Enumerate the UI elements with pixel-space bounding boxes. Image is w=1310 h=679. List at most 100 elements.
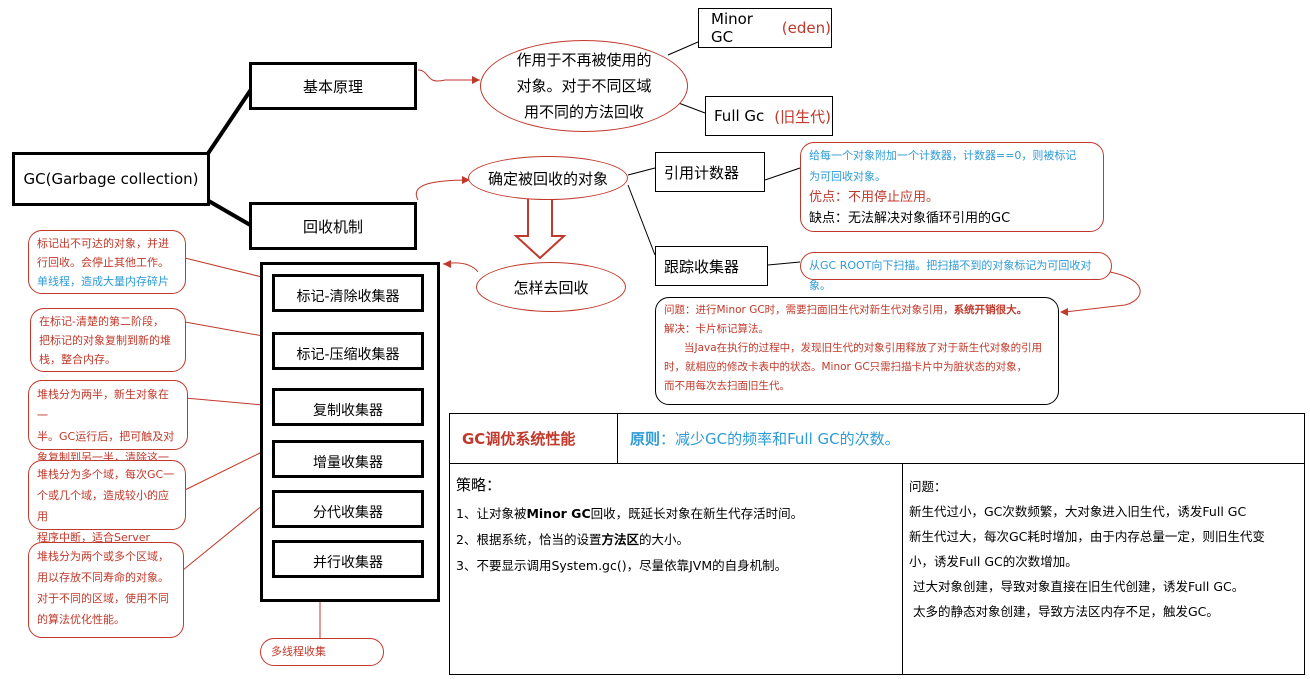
minor-gc-note: (eden) bbox=[781, 19, 831, 37]
collector-label: 并行收集器 bbox=[313, 555, 383, 571]
strategy-item: 2、根据系统，恰当的设置 bbox=[456, 532, 602, 547]
collector-generational: 分代收集器 bbox=[272, 490, 424, 528]
tracing-note: 从GC ROOT向下扫描。把扫描不到的对象标记为可回收对象。 bbox=[800, 252, 1112, 292]
ref-note-line: 为可回收对象。 bbox=[809, 170, 886, 183]
ref-note-cons: 缺点：无法解决对象循环引用的GC bbox=[809, 211, 1011, 226]
reference-counter-note: 给每一个对象附加一个计数器，计数器==0，则被标记 为可回收对象。 优点：不用停… bbox=[800, 142, 1104, 232]
strategy-bold: Minor GC bbox=[526, 506, 591, 521]
generational-note: 堆栈分为两个或多个区域， 用以存放不同寿命的对象。 对于不同的区域，使用不同 的… bbox=[28, 542, 184, 638]
parallel-note: 多线程收集 bbox=[260, 638, 384, 666]
problem-title: 问题： bbox=[909, 479, 947, 494]
determine-objects-label: 确定被回收的对象 bbox=[487, 169, 608, 188]
root-label: GC(Garbage collection) bbox=[23, 170, 199, 188]
note-line: 程序中断，适合Server bbox=[37, 531, 151, 544]
root-node: GC(Garbage collection) bbox=[12, 152, 210, 206]
collector-label: 分代收集器 bbox=[313, 505, 383, 521]
note-line: 半。GC运行后，把可触及对 bbox=[37, 430, 175, 443]
basic-principle-ellipse: 作用于不再被使用的 对象。对于不同区域 用不同的方法回收 bbox=[480, 40, 688, 132]
problem-line: 时，就相应的修改卡表中的状态。Minor GC只需扫描卡片中为脏状态的对象， bbox=[664, 361, 1028, 373]
strategy-item: 回收，既延长对象在新生代存活时间。 bbox=[590, 506, 804, 521]
collector-label: 增量收集器 bbox=[313, 455, 383, 471]
strategy-title: 策略： bbox=[456, 476, 502, 494]
note-line: 个或几个域，造成较小的应用 bbox=[37, 489, 169, 523]
problem-line: 问题：进行Minor GC时，需要扫面旧生代对新生代对象引用， bbox=[664, 304, 954, 316]
note-line: 对于不同的区域，使用不同 bbox=[37, 592, 169, 605]
reference-counter-label: 引用计数器 bbox=[664, 163, 740, 182]
copying-note: 堆栈分为两半，新生对象在一 半。GC运行后，把可触及对 象复制到另一半，清除这一… bbox=[28, 380, 188, 485]
problem-line: 当Java在执行的过程中，发现旧生代的对象引用释放了对于新生代对象的引用 bbox=[684, 342, 1043, 354]
parallel-note-text: 多线程收集 bbox=[271, 645, 326, 658]
tracing-collector-box: 跟踪收集器 bbox=[655, 246, 768, 286]
collector-label: 标记-清除收集器 bbox=[296, 289, 400, 305]
problem-line: 而不用每次去扫面旧生代。 bbox=[664, 380, 790, 392]
card-marking-note: 问题：进行Minor GC时，需要扫面旧生代对新生代对象引用，系统开销很大。 解… bbox=[655, 297, 1059, 405]
strategy-item: 的大小。 bbox=[638, 532, 689, 547]
problem-item: 太多的静态对象创建，导致方法区内存不足，触发GC。 bbox=[913, 604, 1219, 619]
basic-ellipse-line: 作用于不再被使用的 bbox=[516, 51, 652, 69]
how-to-collect-label: 怎样去回收 bbox=[513, 278, 589, 297]
reference-counter-box: 引用计数器 bbox=[655, 152, 765, 192]
strategy-item: 1、让对象被 bbox=[456, 506, 527, 521]
basic-ellipse-line: 用不同的方法回收 bbox=[523, 103, 644, 121]
minor-gc-label: Minor GC bbox=[711, 10, 753, 46]
problem-item: 过大对象创建，导致对象直接在旧生代创建，诱发Full GC。 bbox=[913, 579, 1245, 594]
note-line: 堆栈分为多个域，每次GC一 bbox=[37, 468, 175, 481]
collector-label: 标记-压缩收集器 bbox=[296, 347, 400, 363]
determine-objects-ellipse: 确定被回收的对象 bbox=[468, 156, 628, 200]
ref-note-line: 给每一个对象附加一个计数器，计数器==0，则被标记 bbox=[809, 149, 1077, 162]
ref-note-pros: 优点：不用停止应用。 bbox=[809, 190, 940, 205]
down-arrow bbox=[513, 197, 567, 260]
mark-sweep-note: 标记出不可达的对象，并进 行回收。会停止其他工作。 单线程，造成大量内存碎片 bbox=[28, 230, 186, 294]
tuning-principle: 原则 ：减少GC的频率和Full GC的次数。 bbox=[618, 414, 1304, 464]
determine-to-tracing-line bbox=[627, 184, 656, 256]
basic-to-ellipse-curve bbox=[417, 69, 480, 82]
collector-mark-sweep: 标记-清除收集器 bbox=[272, 274, 424, 312]
principle-text: ：减少GC的频率和Full GC的次数。 bbox=[660, 430, 900, 448]
note-line: 用以存放不同寿命的对象。 bbox=[37, 571, 169, 584]
problem-item: 新生代过小，GC次数频繁，大对象进入旧生代，诱发Full GC bbox=[909, 504, 1247, 519]
strategy-section: 策略： 1、让对象被Minor GC回收，既延长对象在新生代存活时间。 2、根据… bbox=[450, 464, 903, 674]
tuning-panel: GC调优系统性能 原则 ：减少GC的频率和Full GC的次数。 策略： 1、让… bbox=[449, 413, 1305, 675]
note-line: 栈，整合内存。 bbox=[39, 353, 116, 366]
note-line: 把标记的对象复制到新的堆 bbox=[39, 334, 171, 347]
mechanism-to-determine-curve bbox=[415, 179, 471, 201]
problem-item: 小，诱发Full GC的次数增加。 bbox=[909, 554, 1078, 569]
basic-principle-node: 基本原理 bbox=[249, 62, 417, 110]
collector-mark-compact: 标记-压缩收集器 bbox=[272, 332, 424, 370]
mark-compact-note: 在标记-清楚的第二阶段， 把标记的对象复制到新的堆 栈，整合内存。 bbox=[30, 308, 186, 372]
trace-to-problem-curve bbox=[1064, 271, 1141, 313]
tracing-collector-label: 跟踪收集器 bbox=[664, 257, 740, 276]
incremental-note: 堆栈分为多个域，每次GC一 个或几个域，造成较小的应用 程序中断，适合Serve… bbox=[28, 460, 186, 544]
note-line: 堆栈分为两半，新生对象在一 bbox=[37, 388, 169, 422]
note-line: 行回收。会停止其他工作。 bbox=[37, 256, 169, 269]
root-to-mechanism-line bbox=[205, 198, 254, 228]
strategy-bold: 方法区 bbox=[601, 532, 639, 547]
principle-label: 原则 bbox=[630, 430, 661, 448]
note-line: 堆栈分为两个或多个区域， bbox=[37, 550, 169, 563]
refcounter-to-note-line bbox=[764, 167, 801, 181]
collector-incremental: 增量收集器 bbox=[272, 440, 424, 478]
ellipse-to-minor-line bbox=[667, 41, 699, 56]
problem-section: 问题： 新生代过小，GC次数频繁，大对象进入旧生代，诱发Full GC 新生代过… bbox=[903, 464, 1304, 674]
strategy-item: 3、不要显示调用System.gc()，尽量依靠JVM的自身机制。 bbox=[456, 558, 788, 573]
note-line: 在标记-清楚的第二阶段， bbox=[39, 315, 164, 328]
ellipse-to-full-line bbox=[675, 101, 706, 114]
full-gc-note: (旧生代) bbox=[774, 107, 832, 126]
basic-ellipse-line: 对象。对于不同区域 bbox=[516, 77, 652, 95]
recycle-mechanism-label: 回收机制 bbox=[302, 217, 363, 236]
collector-copying: 复制收集器 bbox=[272, 388, 424, 426]
full-gc-box: Full Gc (旧生代) bbox=[705, 96, 833, 136]
determine-to-refcounter-line bbox=[627, 167, 656, 176]
how-to-collect-ellipse: 怎样去回收 bbox=[476, 262, 626, 312]
basic-principle-label: 基本原理 bbox=[302, 77, 363, 96]
tracing-note-text: 从GC ROOT向下扫描。把扫描不到的对象标记为可回收对象。 bbox=[809, 259, 1092, 292]
collector-label: 复制收集器 bbox=[313, 403, 383, 419]
full-gc-label: Full Gc bbox=[714, 107, 765, 125]
root-to-basic-line bbox=[205, 86, 254, 157]
minor-gc-box: Minor GC (eden) bbox=[698, 8, 832, 48]
tuning-header-title: GC调优系统性能 bbox=[450, 414, 618, 464]
recycle-mechanism-node: 回收机制 bbox=[249, 202, 417, 250]
problem-line: 解决：卡片标记算法。 bbox=[664, 323, 769, 335]
tracing-to-note-line bbox=[767, 261, 801, 266]
tuning-title: GC调优系统性能 bbox=[462, 430, 576, 448]
